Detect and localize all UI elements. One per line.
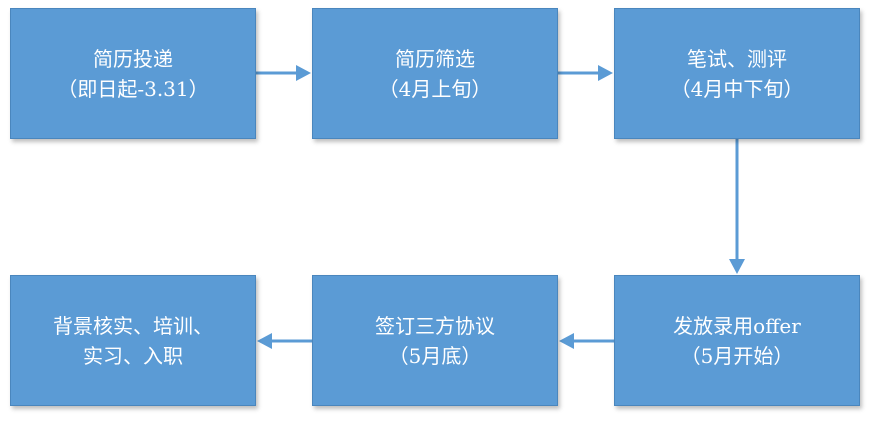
step-title: 背景核实、培训、 [53,313,213,338]
step-resume-submission: 简历投递 （即日起-3.31） [10,8,256,139]
step-title: 签订三方协议 [375,313,495,338]
step-resume-screening: 简历筛选 （4月上旬） [312,8,558,139]
step-sign-agreement: 签订三方协议 （5月底） [312,275,558,406]
arrow-step4-to-step5 [559,333,614,349]
step-detail: 实习、入职 [83,343,183,368]
step-title: 笔试、测评 [687,46,787,71]
step-period: （即日起-3.31） [57,76,209,101]
arrow-step3-to-step4 [729,139,745,274]
step-period: （4月中下旬） [670,76,804,101]
step-period: （5月开始） [680,343,794,368]
step-title: 发放录用offer [673,313,801,338]
step-title: 简历投递 [93,46,173,71]
step-title: 简历筛选 [395,46,475,71]
step-period: （4月上旬） [378,76,492,101]
arrow-step1-to-step2 [256,65,311,81]
step-onboarding: 背景核实、培训、 实习、入职 [10,275,256,406]
step-period: （5月底） [388,343,482,368]
step-written-test: 笔试、测评 （4月中下旬） [614,8,860,139]
arrow-step2-to-step3 [558,65,613,81]
step-offer: 发放录用offer （5月开始） [614,275,860,406]
arrow-step5-to-step6 [257,333,312,349]
